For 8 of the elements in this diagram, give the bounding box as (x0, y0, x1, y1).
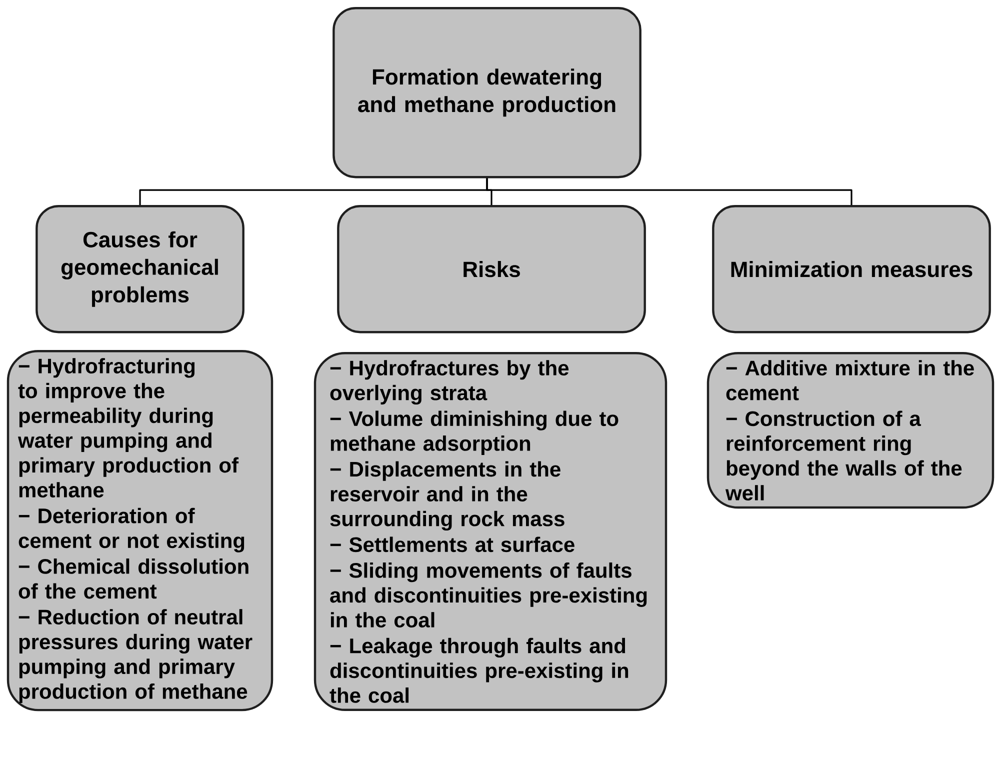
list-box: − Hydrofracturing to improve the permeability during water pumping and primary production of methane − Deterioration of cement or not existing − Chemical dissolution of the cement − Reduction of neutral pressures during water pumping and primary production of methane (6, 350, 274, 712)
category-box: Causes for geomechanical problems (36, 205, 244, 334)
title-box: Formation dewatering and methane production (332, 7, 642, 178)
category-box: Minimization measures (712, 205, 991, 334)
category-box: Risks (337, 205, 646, 334)
connector-line (486, 178, 852, 205)
list-box: − Hydrofractures by the overlying strata − Volume diminishing due to methane adsorption − Displacements in the reservoir and in the surrounding rock mass − Settlements at surface − Sliding movements of faults and discontinuities pre-existing in the coal − Leakage through faults and discontinuities pre-existing in the coal (314, 352, 668, 711)
list-box: − Additive mixture in the cement − Construction of a reinforcement ring beyond the walls of the well (706, 352, 994, 509)
